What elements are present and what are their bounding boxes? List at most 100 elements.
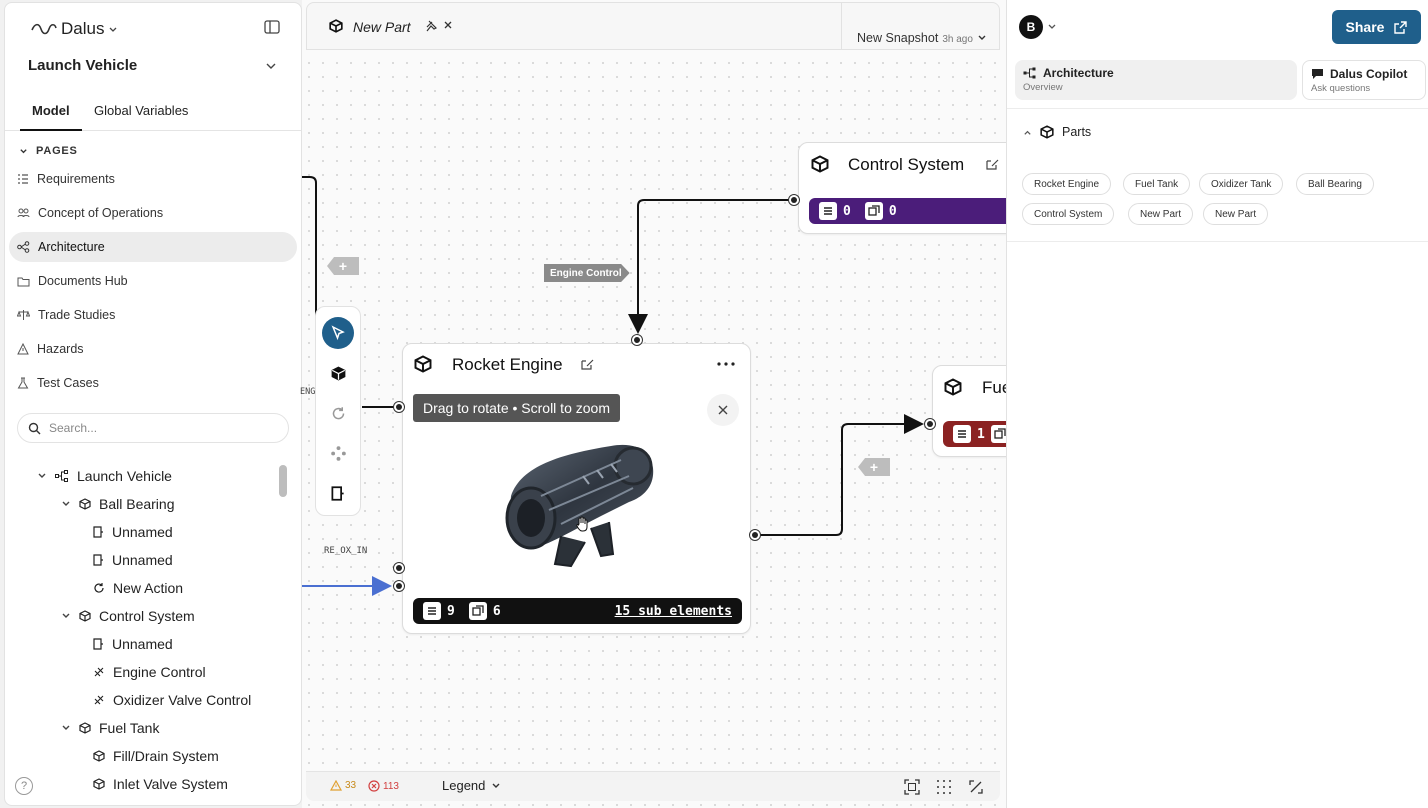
snapshot-selector[interactable]: New Snapshot 3h ago — [857, 31, 987, 45]
tree-item-fill-drain-system[interactable]: Fill/Drain System — [93, 742, 219, 770]
part-chip-control-system[interactable]: Control System — [1022, 203, 1115, 225]
snapshot-label: New Snapshot — [857, 31, 939, 45]
tree-item-control-system[interactable]: Control System — [61, 602, 195, 630]
tree-item-label: Launch Vehicle — [77, 468, 172, 484]
warning-icon — [17, 343, 29, 355]
chevron-down-icon[interactable] — [1047, 23, 1057, 31]
sidebar-item-label: Requirements — [37, 172, 115, 186]
sidebar-item-concept-of-operations[interactable]: Concept of Operations — [9, 198, 297, 228]
fit-view-icon[interactable] — [904, 779, 920, 795]
port-dot[interactable] — [924, 418, 936, 430]
sidebar-item-documents-hub[interactable]: Documents Hub — [9, 266, 297, 296]
app-logo[interactable]: Dalus — [31, 19, 118, 39]
add-port-tool-button[interactable] — [322, 477, 354, 509]
chevron-down-icon[interactable] — [265, 61, 277, 71]
add-part-button[interactable] — [322, 357, 354, 389]
part-chip-new-part[interactable]: New Part — [1128, 203, 1194, 225]
document-icon — [93, 638, 103, 650]
avatar[interactable]: B — [1019, 15, 1043, 39]
document-icon — [93, 554, 103, 566]
editor-tab-title[interactable]: New Part — [353, 19, 411, 35]
cube-icon — [414, 355, 432, 373]
tree-item-new-action[interactable]: New Action — [93, 574, 183, 602]
tree-item-oxidizer-valve-control[interactable]: Oxidizer Valve Control — [93, 686, 251, 714]
more-options-icon[interactable] — [717, 362, 735, 366]
select-tool-button[interactable] — [322, 317, 354, 349]
tree-item-inlet-valve-system[interactable]: Inlet Valve System — [93, 770, 228, 798]
tree-item-engine-control[interactable]: Engine Control — [93, 658, 206, 686]
tab-global-variables[interactable]: Global Variables — [94, 103, 189, 118]
share-button[interactable]: Share — [1332, 10, 1421, 44]
pages-section-header[interactable]: PAGES — [19, 145, 78, 157]
tree-item-label: Oxidizer Valve Control — [113, 692, 252, 708]
warnings-indicator[interactable]: 33 — [330, 780, 356, 791]
add-action-button[interactable] — [322, 397, 354, 429]
search-input[interactable]: Search... — [17, 413, 289, 443]
close-tab-icon[interactable] — [443, 20, 453, 30]
cube-icon — [329, 19, 343, 33]
help-button[interactable]: ? — [15, 777, 33, 795]
grid-snap-icon[interactable] — [936, 779, 952, 795]
edge-engine-to-fuel — [755, 414, 924, 536]
tree-item-fuel-tank[interactable]: Fuel Tank — [61, 714, 159, 742]
port-dot[interactable] — [393, 580, 405, 592]
tree-item-launch-vehicle[interactable]: Launch Vehicle — [37, 462, 172, 490]
share-label: Share — [1345, 19, 1385, 35]
part-chip-fuel-tank[interactable]: Fuel Tank — [1123, 173, 1191, 195]
dalus-copilot-card[interactable]: Dalus Copilot Ask questions — [1302, 60, 1426, 100]
port-dot[interactable] — [749, 529, 761, 541]
canvas-toolbar — [315, 306, 361, 516]
part-chip-new-part[interactable]: New Part — [1203, 203, 1269, 225]
folder-icon — [17, 277, 30, 286]
cursor-arrow-icon — [331, 325, 345, 341]
node-rocket-engine[interactable]: Rocket Engine Drag to rotate • Scroll to… — [402, 343, 751, 634]
collapse-sidebar-icon[interactable] — [264, 20, 280, 34]
tree-item-label: Inlet Valve System — [113, 776, 228, 792]
port-dot[interactable] — [631, 334, 643, 346]
node-control-system[interactable]: Control System 0 0 — [798, 142, 1028, 234]
chat-icon — [1312, 69, 1323, 79]
project-selector[interactable]: Launch Vehicle — [28, 57, 138, 74]
close-viewer-button[interactable] — [707, 394, 739, 426]
part-chip-rocket-engine[interactable]: Rocket Engine — [1022, 173, 1112, 195]
auto-layout-icon[interactable] — [968, 779, 984, 795]
tree-item-unnamed[interactable]: Unnamed — [93, 546, 173, 574]
add-port-button[interactable]: + — [858, 458, 890, 476]
scale-icon — [17, 310, 30, 320]
tree-scrollbar[interactable] — [279, 465, 287, 497]
sidebar-item-label: Concept of Operations — [38, 206, 164, 220]
sidebar-item-test-cases[interactable]: Test Cases — [9, 368, 297, 398]
part-chip-ball-bearing[interactable]: Ball Bearing — [1296, 173, 1374, 195]
sub-elements-link[interactable]: 15 sub elements — [614, 603, 732, 619]
port-dot[interactable] — [788, 194, 800, 206]
tab-model[interactable]: Model — [32, 103, 70, 118]
port-dot[interactable] — [393, 401, 405, 413]
edge-label[interactable]: Engine Control — [544, 264, 630, 282]
edge-left-top — [302, 176, 317, 320]
pin-icon[interactable] — [425, 20, 437, 32]
sidebar-item-trade-studies[interactable]: Trade Studies — [9, 300, 297, 330]
sidebar-item-hazards[interactable]: Hazards — [9, 334, 297, 364]
errors-indicator[interactable]: 113 — [368, 780, 399, 792]
sidebar-item-requirements[interactable]: Requirements — [9, 164, 297, 194]
edit-icon[interactable] — [986, 158, 999, 170]
add-port-button[interactable]: + — [327, 257, 359, 275]
legend-toggle[interactable]: Legend — [442, 778, 501, 793]
architecture-overview-card[interactable]: Architecture Overview — [1015, 60, 1297, 100]
chevron-down-icon — [492, 783, 500, 788]
link-icon — [94, 695, 104, 705]
requirements-icon — [423, 602, 441, 620]
sidebar-item-label: Hazards — [37, 342, 84, 356]
rocket-engine-3d-model[interactable] — [501, 436, 657, 572]
tree-item-unnamed[interactable]: Unnamed — [93, 630, 173, 658]
part-chip-oxidizer-tank[interactable]: Oxidizer Tank — [1199, 173, 1284, 195]
node-counter-bar: 0 0 — [809, 198, 1019, 224]
sidebar-item-architecture[interactable]: Architecture — [9, 232, 297, 262]
external-link-icon — [1394, 20, 1408, 34]
port-dot[interactable] — [393, 562, 405, 574]
add-interface-button[interactable] — [322, 437, 354, 469]
edit-icon[interactable] — [581, 358, 594, 370]
parts-section-header[interactable]: Parts — [1023, 125, 1091, 139]
tree-item-unnamed[interactable]: Unnamed — [93, 518, 173, 546]
tree-item-ball-bearing[interactable]: Ball Bearing — [61, 490, 175, 518]
